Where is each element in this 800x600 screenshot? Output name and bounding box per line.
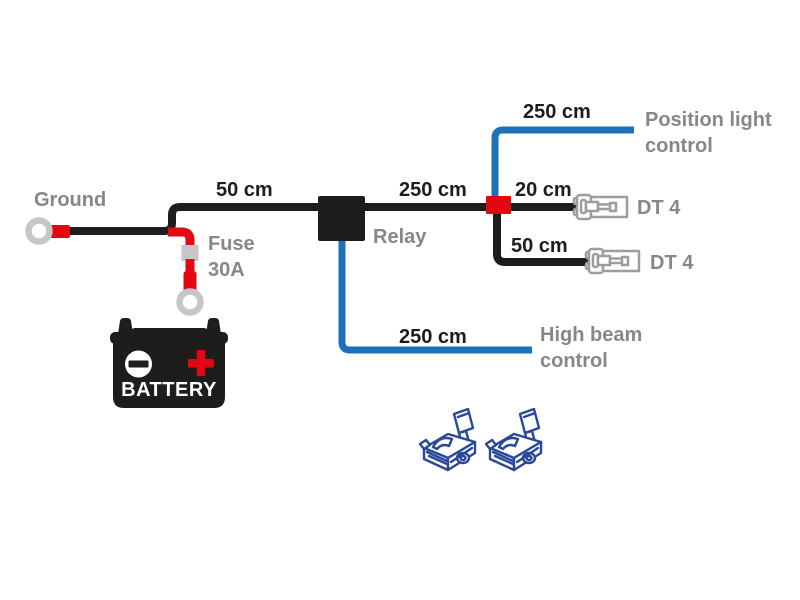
wire-length-ground-to-relay: 50 cm xyxy=(216,179,273,201)
fuse-rating: 30A xyxy=(208,259,245,281)
battery-plus-icon xyxy=(188,350,214,376)
battery-post-left xyxy=(118,318,133,334)
splitter-junction xyxy=(486,196,511,214)
wire-length-dt4-top: 20 cm xyxy=(515,179,572,201)
wire-length-relay-to-splitter: 250 cm xyxy=(399,179,467,201)
position-light-wire xyxy=(491,126,634,200)
battery-lid xyxy=(110,332,228,344)
main-power-wire xyxy=(52,203,578,235)
dt4-bottom-branch-wire xyxy=(493,210,590,266)
high-beam-control-label: High beam control xyxy=(540,324,643,372)
battery-label: BATTERY xyxy=(121,379,217,401)
fuse-name: Fuse xyxy=(208,233,255,255)
relay-icon xyxy=(318,196,365,241)
position-light-control-label: Position light control xyxy=(645,109,772,157)
fuse-label: Fuse 30A xyxy=(208,231,255,283)
relay-label: Relay xyxy=(373,226,427,248)
dt4-top-label: DT 4 xyxy=(637,197,681,219)
battery-terminal-sleeve xyxy=(183,271,197,292)
battery-minus-bar xyxy=(128,360,149,368)
battery-post-right xyxy=(206,318,221,334)
ground-ring-terminal-icon xyxy=(25,217,53,245)
battery-positive-wire xyxy=(168,227,195,250)
wire-length-position-light: 250 cm xyxy=(523,101,591,123)
battery-icon xyxy=(110,318,228,408)
battery-ring-terminal-icon xyxy=(176,288,204,316)
dt4-connector-bottom-icon xyxy=(584,247,641,275)
splice-connector-left-icon xyxy=(418,407,477,472)
wire-length-dt4-bottom: 50 cm xyxy=(511,235,568,257)
fuse-icon xyxy=(181,245,199,261)
ground-label: Ground xyxy=(34,189,107,211)
splice-connector-right-icon xyxy=(484,407,543,472)
high-beam-wire xyxy=(338,238,532,354)
dt4-bottom-label: DT 4 xyxy=(650,252,694,274)
dt4-connector-top-icon xyxy=(572,193,629,221)
wire-length-high-beam: 250 cm xyxy=(399,326,467,348)
